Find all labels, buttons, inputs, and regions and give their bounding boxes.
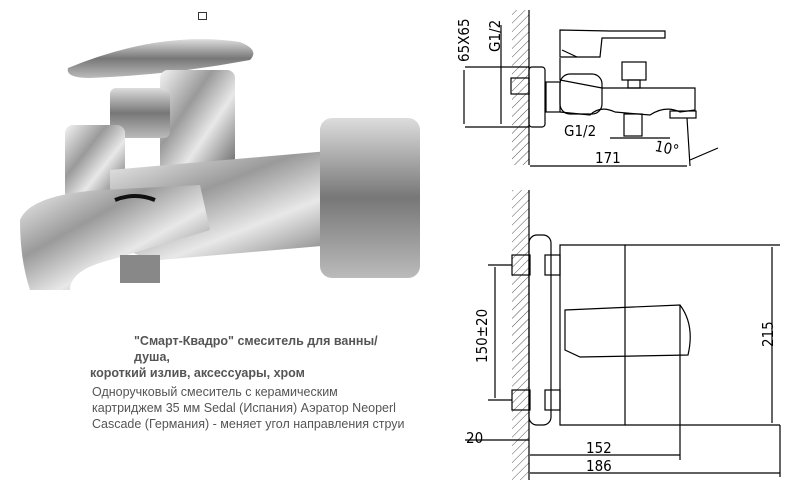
title-line-2: короткий излив, аксессуары, хром — [90, 366, 305, 380]
spout-angle-label: 10° — [653, 137, 680, 160]
height-label: 215 — [759, 321, 777, 347]
body-depth-label: 152 — [586, 439, 612, 457]
wall-offset-label: 20 — [466, 429, 483, 447]
total-depth-label: 186 — [586, 457, 612, 475]
image-marker-icon — [198, 12, 207, 20]
description-line: Одноручковый смеситель с керамическим — [92, 385, 338, 399]
product-title: "Смарт-Квадро" смеситель для ванны/душа,… — [90, 333, 410, 381]
wall-hatch — [512, 190, 529, 480]
faucet-photo — [20, 39, 420, 290]
outlet-thread-label: G1/2 — [564, 122, 596, 140]
handle-lever — [67, 39, 254, 78]
cartridge-body — [160, 70, 235, 180]
wall-hatch — [512, 10, 529, 165]
spout — [20, 185, 210, 290]
top-view-drawing: 150±20 215 20 152 186 — [465, 190, 781, 480]
length-label: 171 — [595, 149, 621, 167]
inlet-spacing-label: 150±20 — [473, 309, 491, 363]
inlet-thread-label: G1/2 — [486, 20, 504, 52]
flange-size-label: 65X65 — [455, 18, 473, 62]
side-view-drawing: 65X65 G1/2 G1/2 171 10° — [455, 10, 719, 167]
description-line: картриджем 35 мм Sedal (Испания) Аэратор… — [92, 401, 396, 415]
shower-outlet — [120, 255, 160, 283]
product-description: Одноручковый смеситель с керамическим ка… — [92, 384, 422, 432]
right-flange — [320, 118, 420, 278]
title-line-1: "Смарт-Квадро" смеситель для ванны/душа, — [134, 334, 378, 364]
description-line: Cascade (Германия) - меняет угол направл… — [92, 417, 405, 431]
